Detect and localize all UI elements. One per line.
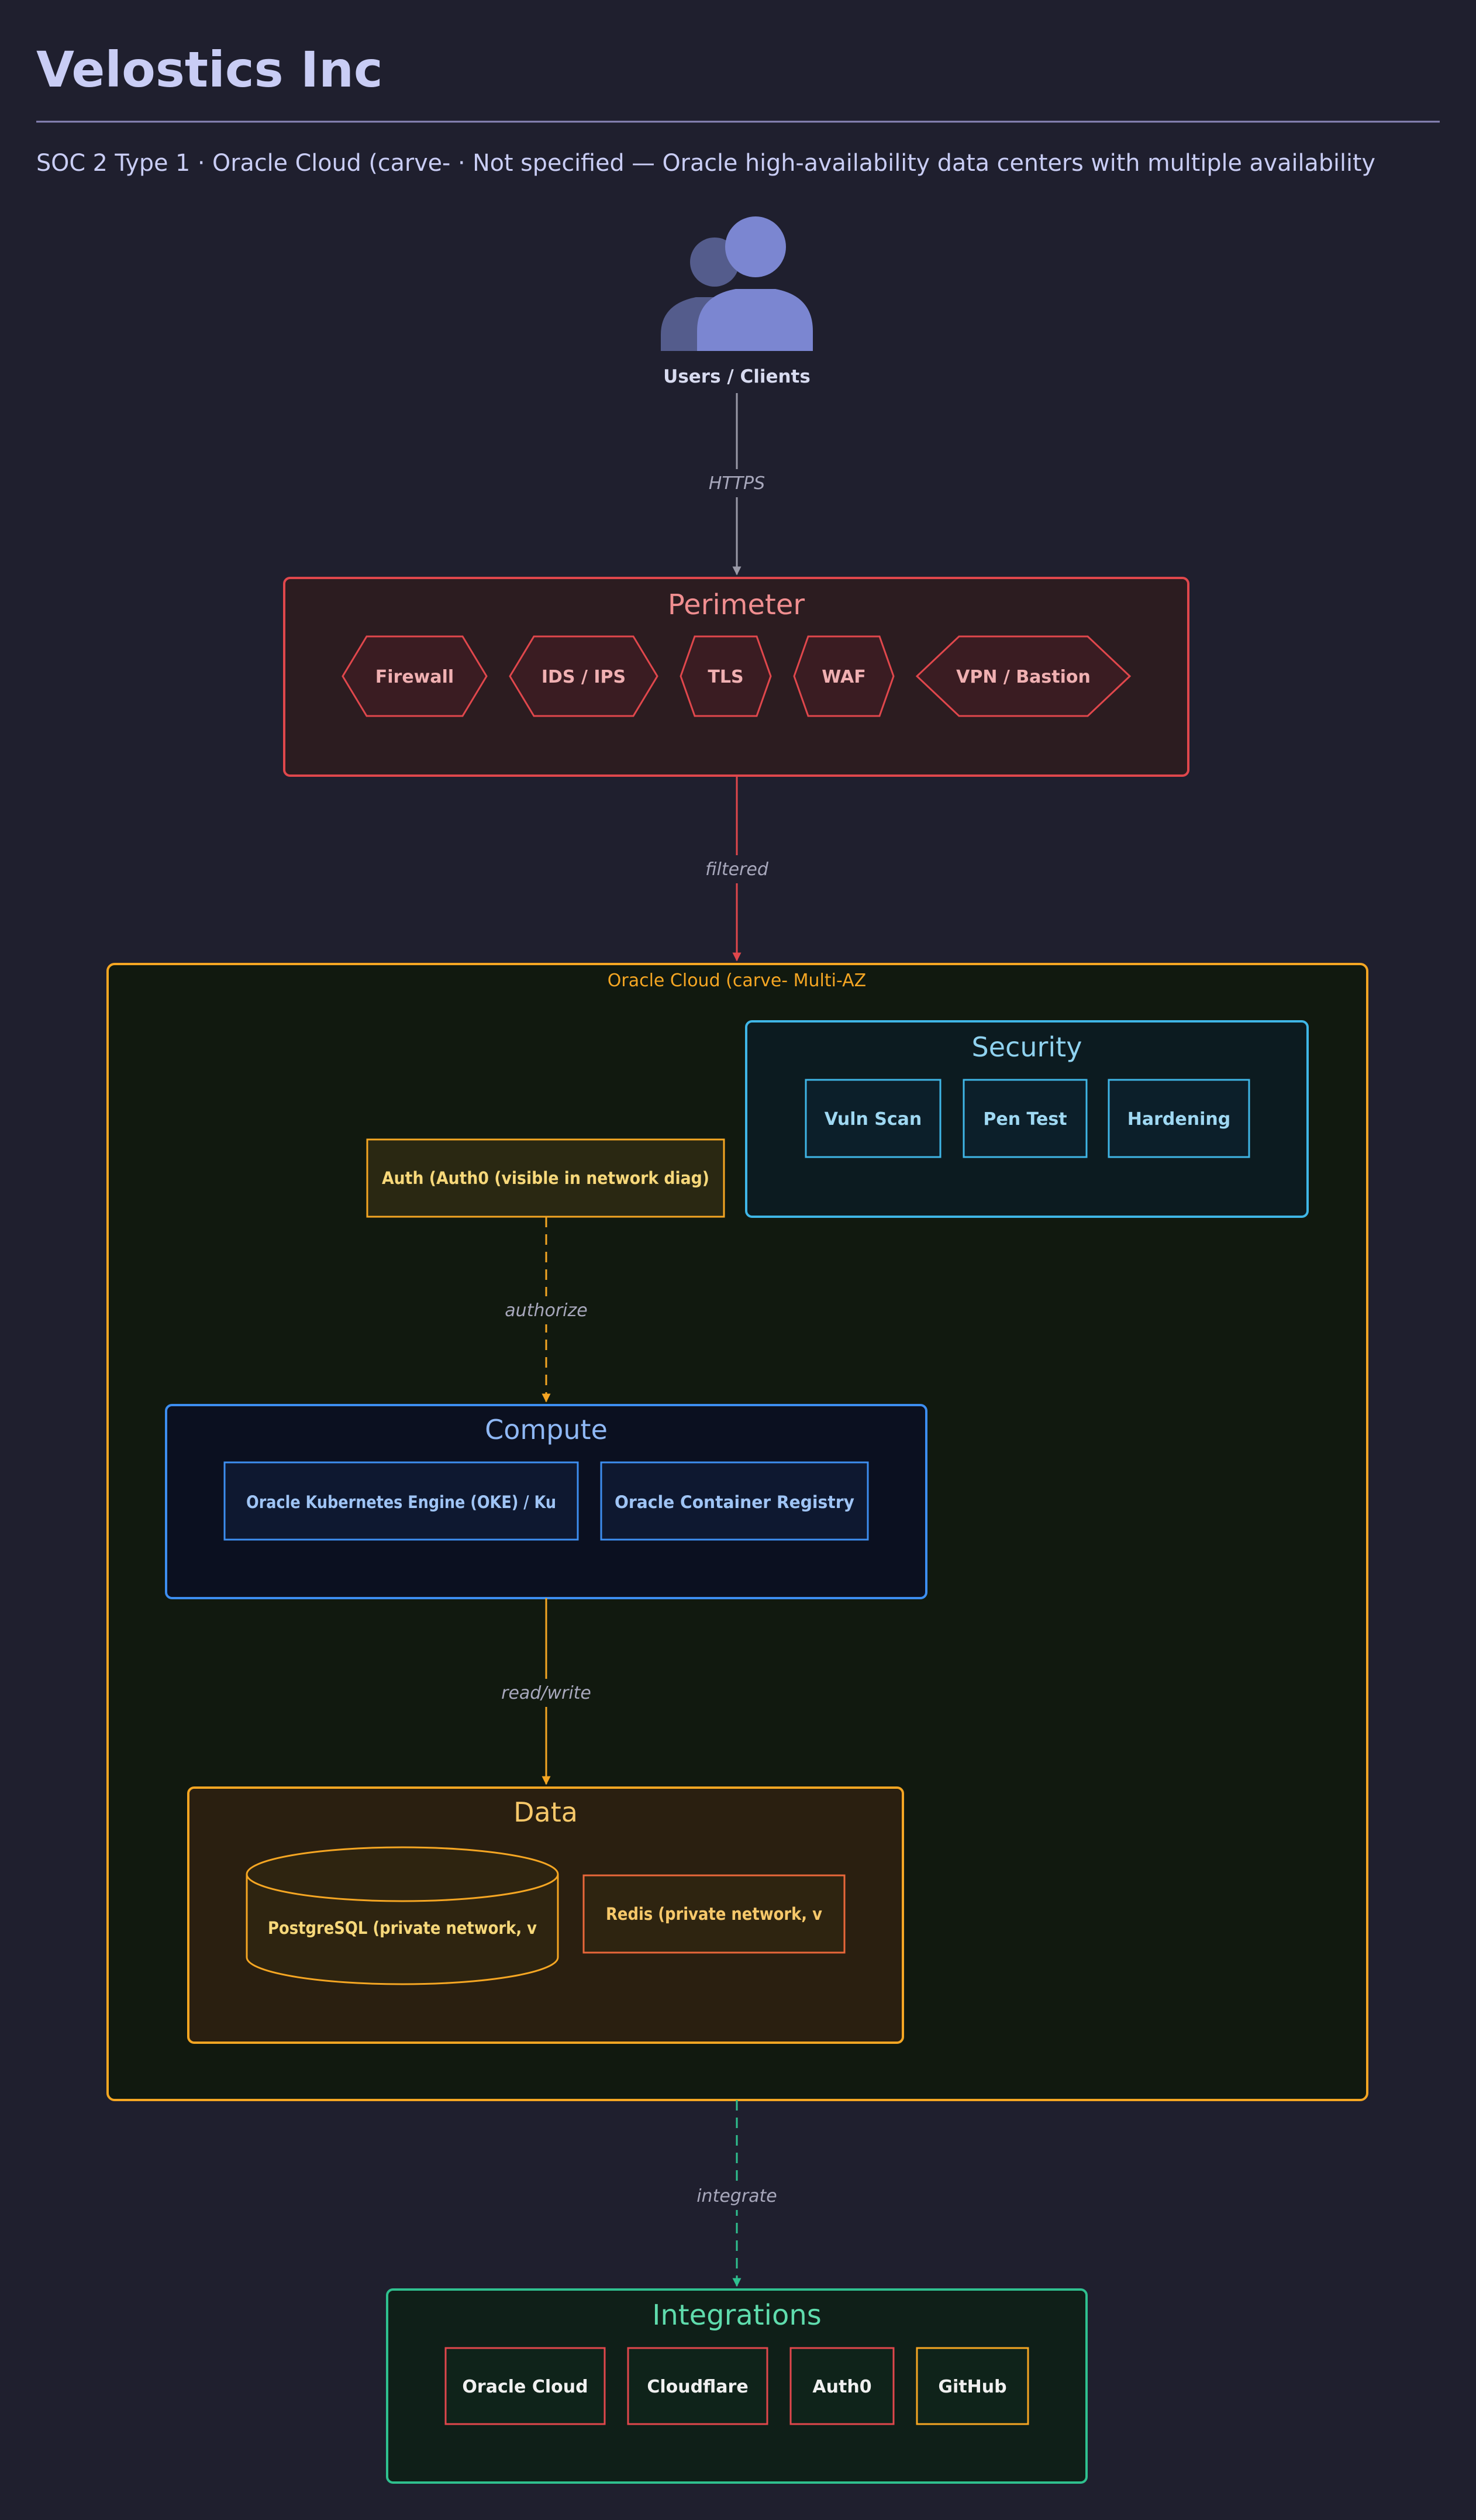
perimeter-waf: WAF — [793, 635, 895, 717]
compute-container-registry: Oracle Container Registry — [600, 1461, 869, 1541]
edge-label-filtered: filtered — [705, 859, 769, 880]
svg-text:IDS / IPS: IDS / IPS — [542, 667, 626, 687]
compute-title: Compute — [485, 1414, 608, 1445]
svg-text:VPN / Bastion: VPN / Bastion — [956, 667, 1091, 687]
svg-text:Auth0: Auth0 — [812, 2377, 871, 2397]
edge-label-authorize: authorize — [505, 1300, 587, 1321]
integration-github: GitHub — [916, 2347, 1029, 2425]
postgresql-database: PostgreSQL (private network, v — [246, 1846, 559, 1985]
users-label: Users / Clients — [663, 366, 811, 387]
perimeter-ids-ips: IDS / IPS — [509, 635, 658, 717]
perimeter-group: Perimeter Firewall IDS / IPS TLS WAF VPN… — [283, 577, 1189, 777]
page-title: Velostics Inc — [36, 41, 383, 98]
integration-auth0: Auth0 — [789, 2347, 895, 2425]
svg-text:GitHub: GitHub — [938, 2377, 1006, 2397]
svg-text:Oracle Container Registry: Oracle Container Registry — [615, 1492, 854, 1512]
perimeter-title: Perimeter — [668, 588, 805, 621]
security-group: Security Vuln Scan Pen Test Hardening — [745, 1020, 1309, 1218]
integration-oracle-cloud: Oracle Cloud — [444, 2347, 606, 2425]
integrations-group: Integrations Oracle Cloud Cloudflare Aut… — [386, 2288, 1088, 2484]
svg-text:Pen Test: Pen Test — [983, 1109, 1067, 1130]
svg-text:Oracle Cloud: Oracle Cloud — [462, 2377, 588, 2397]
svg-text:Oracle Kubernetes Engine (OKE): Oracle Kubernetes Engine (OKE) / Ku — [246, 1492, 556, 1512]
svg-text:Hardening: Hardening — [1127, 1109, 1230, 1130]
edge-label-https: HTTPS — [709, 473, 765, 494]
data-group: Data PostgreSQL (private network, v Redi… — [187, 1786, 904, 2044]
perimeter-firewall: Firewall — [342, 635, 488, 717]
svg-text:Redis (private network, v: Redis (private network, v — [606, 1904, 822, 1924]
svg-text:WAF: WAF — [822, 667, 865, 687]
edge-label-integrate: integrate — [696, 2186, 777, 2206]
svg-text:TLS: TLS — [708, 667, 743, 687]
compute-group: Compute Oracle Kubernetes Engine (OKE) /… — [165, 1404, 927, 1599]
svg-text:Auth (Auth0 (visible in networ: Auth (Auth0 (visible in network diag) — [382, 1168, 709, 1188]
security-hardening: Hardening — [1108, 1079, 1250, 1158]
svg-text:Cloudflare: Cloudflare — [647, 2377, 748, 2397]
edge-label-read-write: read/write — [501, 1683, 591, 1703]
perimeter-tls: TLS — [680, 635, 772, 717]
perimeter-vpn-bastion: VPN / Bastion — [915, 635, 1132, 717]
data-title: Data — [513, 1796, 578, 1828]
security-title: Security — [972, 1031, 1082, 1063]
users-icon — [661, 216, 813, 351]
cloud-label: Oracle Cloud (carve- Multi-AZ — [608, 970, 866, 991]
auth-node: Auth (Auth0 (visible in network diag) — [366, 1138, 725, 1218]
integration-cloudflare: Cloudflare — [627, 2347, 768, 2425]
integrations-title: Integrations — [652, 2299, 822, 2332]
security-vuln-scan: Vuln Scan — [805, 1079, 942, 1158]
svg-text:Vuln Scan: Vuln Scan — [825, 1109, 922, 1130]
compute-oke: Oracle Kubernetes Engine (OKE) / Ku — [223, 1461, 579, 1541]
svg-text:PostgreSQL (private network, v: PostgreSQL (private network, v — [268, 1918, 537, 1938]
svg-text:Firewall: Firewall — [375, 667, 454, 687]
redis-cache: Redis (private network, v — [582, 1874, 846, 1954]
security-pen-test: Pen Test — [963, 1079, 1088, 1158]
page-subtitle: SOC 2 Type 1 · Oracle Cloud (carve- · No… — [36, 150, 1375, 177]
